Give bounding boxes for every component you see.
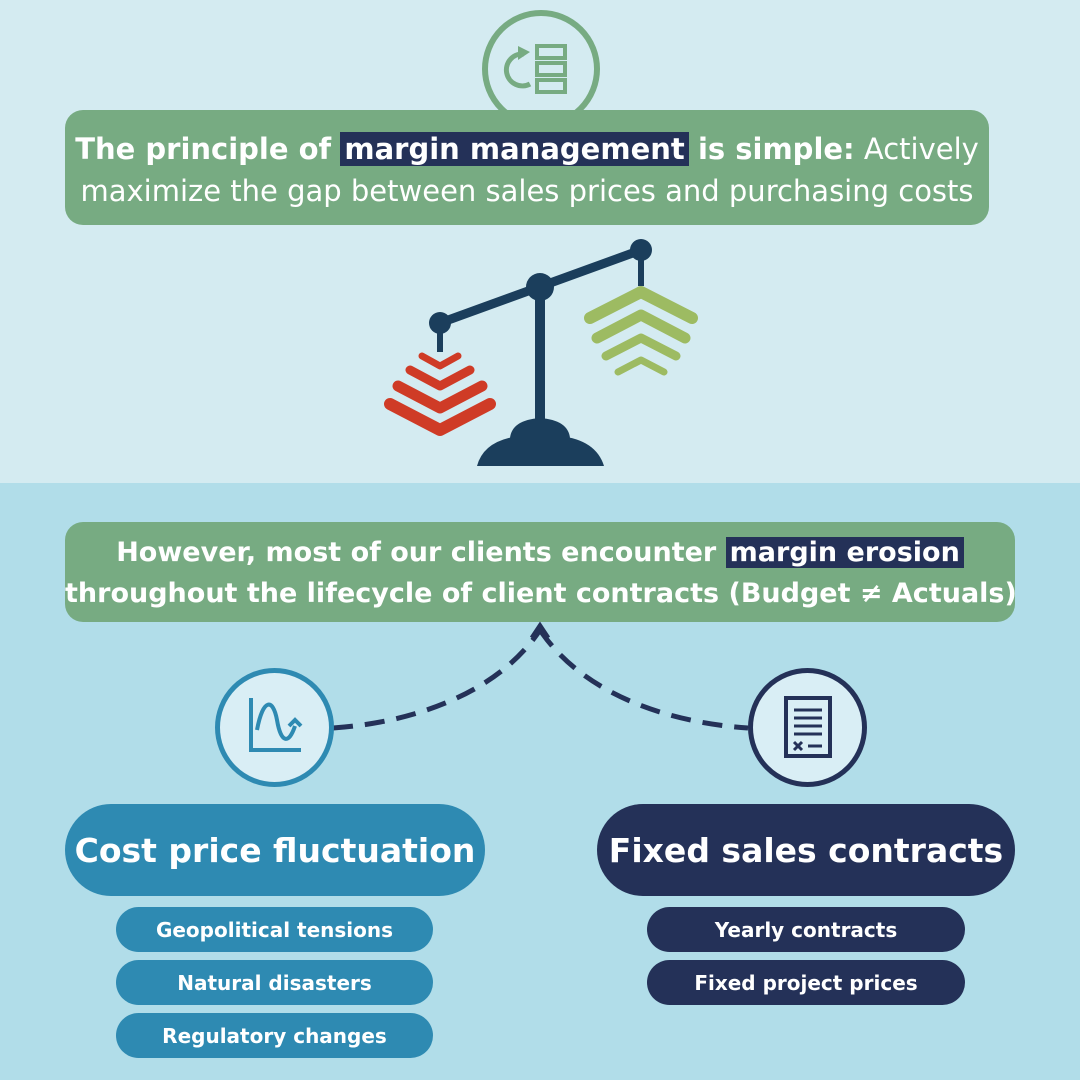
margin-management-highlight: margin management bbox=[340, 132, 689, 166]
left-item-natural-disasters: Natural disasters bbox=[116, 960, 433, 1005]
fixed-sales-contracts-title: Fixed sales contracts bbox=[597, 804, 1015, 896]
principle-lead-text: The principle of bbox=[75, 132, 332, 166]
erosion-lead-text: However, most of our clients encounter bbox=[116, 537, 717, 568]
principle-second-line: maximize the gap between sales prices an… bbox=[80, 174, 974, 208]
margin-erosion-highlight: margin erosion bbox=[725, 537, 964, 568]
principle-regular-text: Actively bbox=[863, 132, 979, 166]
cost-price-fluctuation-title: Cost price fluctuation bbox=[65, 804, 485, 896]
right-item-yearly-contracts: Yearly contracts bbox=[647, 907, 965, 952]
dashed-connectors bbox=[332, 621, 749, 731]
right-item-fixed-project-prices: Fixed project prices bbox=[647, 960, 965, 1005]
principle-bold-tail: is simple: bbox=[697, 132, 855, 166]
margin-erosion-banner: However, most of our clients encounter m… bbox=[65, 522, 1017, 622]
contract-document-icon bbox=[748, 668, 867, 787]
fluctuation-chart-icon bbox=[215, 668, 334, 787]
erosion-second-line: throughout the lifecycle of client contr… bbox=[65, 578, 1017, 609]
principle-banner: The principle of margin management is si… bbox=[65, 110, 989, 225]
balance-scale-icon bbox=[384, 239, 698, 466]
left-item-regulatory: Regulatory changes bbox=[116, 1013, 433, 1058]
left-item-geopolitical: Geopolitical tensions bbox=[116, 907, 433, 952]
